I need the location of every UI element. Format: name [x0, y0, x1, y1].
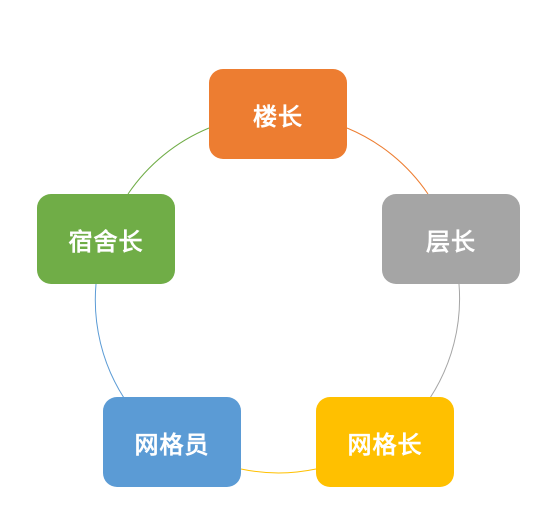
- arc-node2-to-node3: [240, 468, 317, 474]
- node-floor-leader: 层长: [382, 194, 520, 284]
- node-building-leader: 楼长: [209, 69, 347, 159]
- node-grid-leader: 网格长: [316, 397, 454, 487]
- node-dorm-leader: 宿舍长: [37, 194, 175, 284]
- arc-node1-to-node2: [429, 283, 461, 399]
- node-grid-member: 网格员: [103, 397, 241, 487]
- arc-node3-to-node4: [94, 283, 125, 399]
- arc-node0-to-node1: [346, 127, 429, 195]
- arc-node4-to-node0: [127, 127, 210, 195]
